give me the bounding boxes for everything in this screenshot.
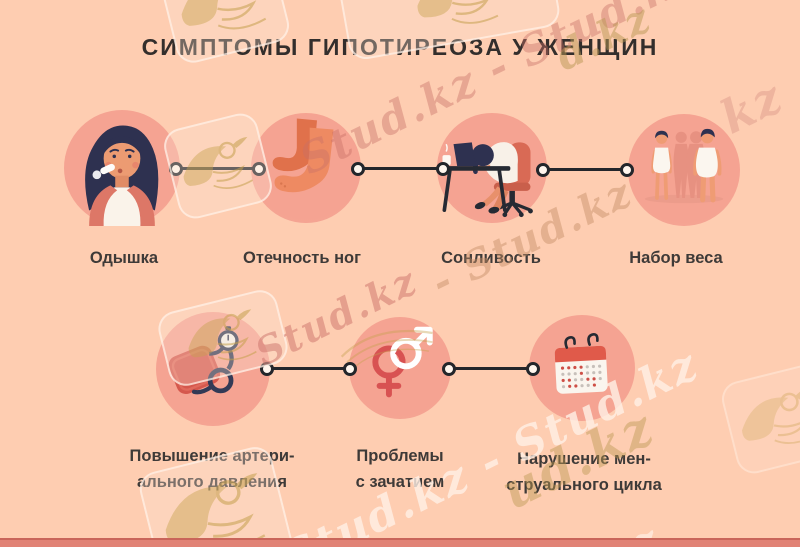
- connector-ring-icon: [169, 161, 183, 176]
- symptom-label-line: с зачатием: [355, 473, 445, 491]
- symptom-label-conception: Проблемы с зачатием: [300, 443, 500, 495]
- symptom-circle-sleepiness: [437, 113, 547, 223]
- symptom-label-blood-pressure: Повышение артери- ального давления: [102, 443, 322, 495]
- symptom-label-line: Сонливость: [441, 249, 541, 267]
- symptom-label-leg-swelling: Отечность ног: [202, 245, 402, 271]
- symptom-label-weight-gain: Набор веса: [576, 245, 776, 271]
- bottom-border: [0, 538, 800, 547]
- calendar-icon: [554, 333, 608, 394]
- symptom-label-line: Проблемы: [356, 447, 444, 465]
- connector-ring-icon: [260, 361, 274, 376]
- sleeping-at-desk-icon: [440, 142, 533, 218]
- symptom-circle-conception: [349, 317, 451, 419]
- connector-ring-icon: [526, 361, 540, 376]
- symptom-label-line: Одышка: [89, 249, 159, 267]
- symptom-label-line: Набор веса: [629, 249, 723, 267]
- symptom-label-dyspnea: Одышка: [24, 245, 224, 271]
- gender-symbols-icon: [372, 326, 433, 398]
- symptom-circle-menstrual: [529, 315, 635, 421]
- connector-ring-icon: [351, 161, 365, 176]
- symptom-label-line: Нарушение мен-: [517, 450, 651, 468]
- connector-ring-icon: [442, 361, 456, 376]
- symptom-label-line: Повышение артери-: [129, 447, 295, 465]
- weight-gain-figures-icon: [644, 128, 724, 204]
- connector-ring-icon: [252, 161, 266, 176]
- connector: [351, 161, 450, 176]
- connector-ring-icon: [436, 161, 450, 176]
- woman-inhaler-icon: [85, 125, 159, 226]
- symptom-label-line: Отечность ног: [243, 249, 361, 267]
- symptom-circle-weight-gain: [628, 114, 740, 226]
- connector: [536, 162, 634, 177]
- symptom-label-sleepiness: Сонливость: [391, 245, 591, 271]
- symptom-circle-leg-swelling: [251, 113, 361, 223]
- page-title: СИМПТОМЫ ГИПОТИРЕОЗА У ЖЕНЩИН: [141, 34, 659, 60]
- symptom-circle-blood-pressure: [156, 312, 270, 426]
- connector: [260, 361, 357, 376]
- connector: [442, 361, 540, 376]
- symptom-circle-dyspnea: [64, 110, 180, 226]
- blood-pressure-monitor-icon: [168, 326, 239, 395]
- symptom-label-line: ального давления: [137, 473, 287, 491]
- swollen-feet-icon: [272, 118, 334, 193]
- symptom-label-line: струального цикла: [506, 476, 662, 494]
- connector-ring-icon: [536, 162, 550, 177]
- connector-ring-icon: [343, 361, 357, 376]
- symptom-label-menstrual: Нарушение мен- струального цикла: [474, 446, 694, 498]
- connector: [169, 161, 266, 176]
- connector-ring-icon: [620, 162, 634, 177]
